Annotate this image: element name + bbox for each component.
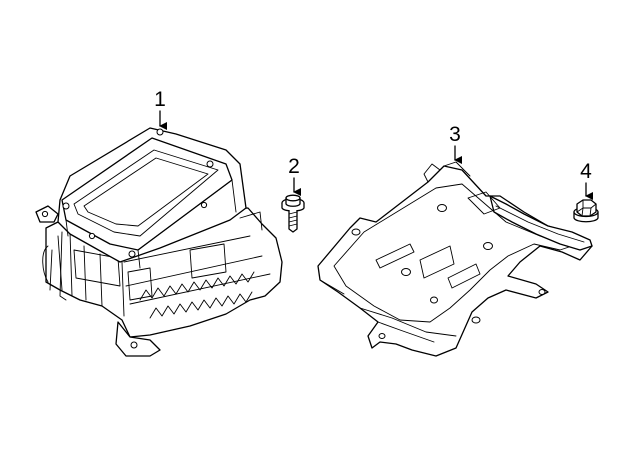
part-1-module-icon: [35, 127, 283, 357]
callout-4-label: 4: [580, 160, 592, 183]
part-2-bolt-icon: [281, 194, 305, 233]
callout-2-label: 2: [288, 155, 300, 178]
callout-3-label: 3: [449, 123, 461, 146]
part-4-nut-icon: [573, 199, 599, 223]
callout-1-label: 1: [154, 88, 166, 111]
part-3-bracket-icon: [317, 161, 593, 357]
